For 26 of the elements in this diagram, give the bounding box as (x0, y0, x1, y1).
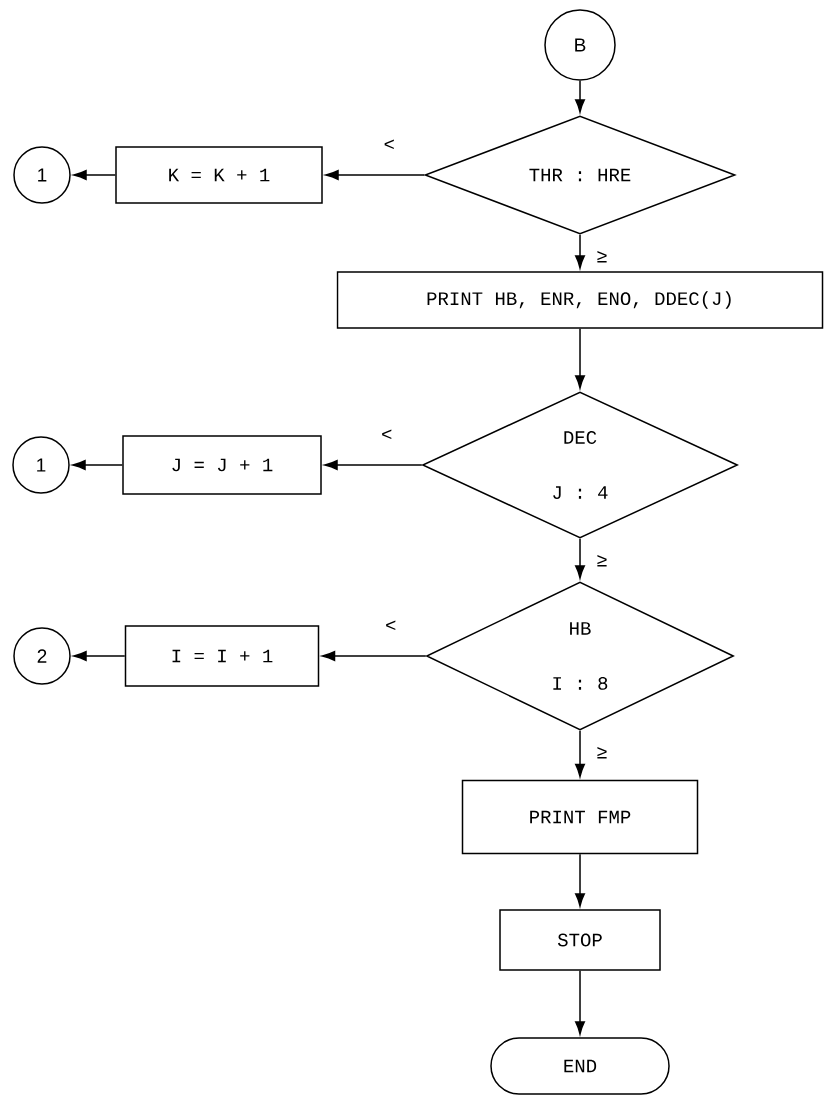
arrow (575, 970, 585, 1035)
arrow (575, 853, 585, 907)
arrow (321, 651, 427, 661)
edge-label: < (384, 619, 398, 633)
arrow (575, 234, 585, 269)
arrow (73, 651, 126, 661)
arrow (72, 460, 123, 470)
edge-label: < (380, 428, 394, 442)
arrow (575, 80, 585, 113)
arrow (324, 460, 423, 470)
edge-label: ≥ (595, 746, 609, 760)
edge-label: < (382, 138, 396, 152)
process-box: STOP (499, 909, 661, 971)
arrow (325, 170, 425, 180)
arrow (575, 328, 585, 389)
arrow (575, 538, 585, 579)
arrow (73, 170, 116, 180)
process-box: I = I + 1 (124, 625, 320, 687)
edge-label: ≥ (595, 554, 609, 568)
process-box: PRINT FMP (461, 779, 699, 855)
process-box: K = K + 1 (115, 146, 323, 204)
process-box: J = J + 1 (122, 435, 322, 495)
terminal-box: END (490, 1037, 670, 1095)
edge-label: ≥ (595, 250, 609, 264)
arrow (575, 730, 585, 778)
process-box: PRINT HB, ENR, ENO, DDEC(J) (336, 271, 824, 329)
